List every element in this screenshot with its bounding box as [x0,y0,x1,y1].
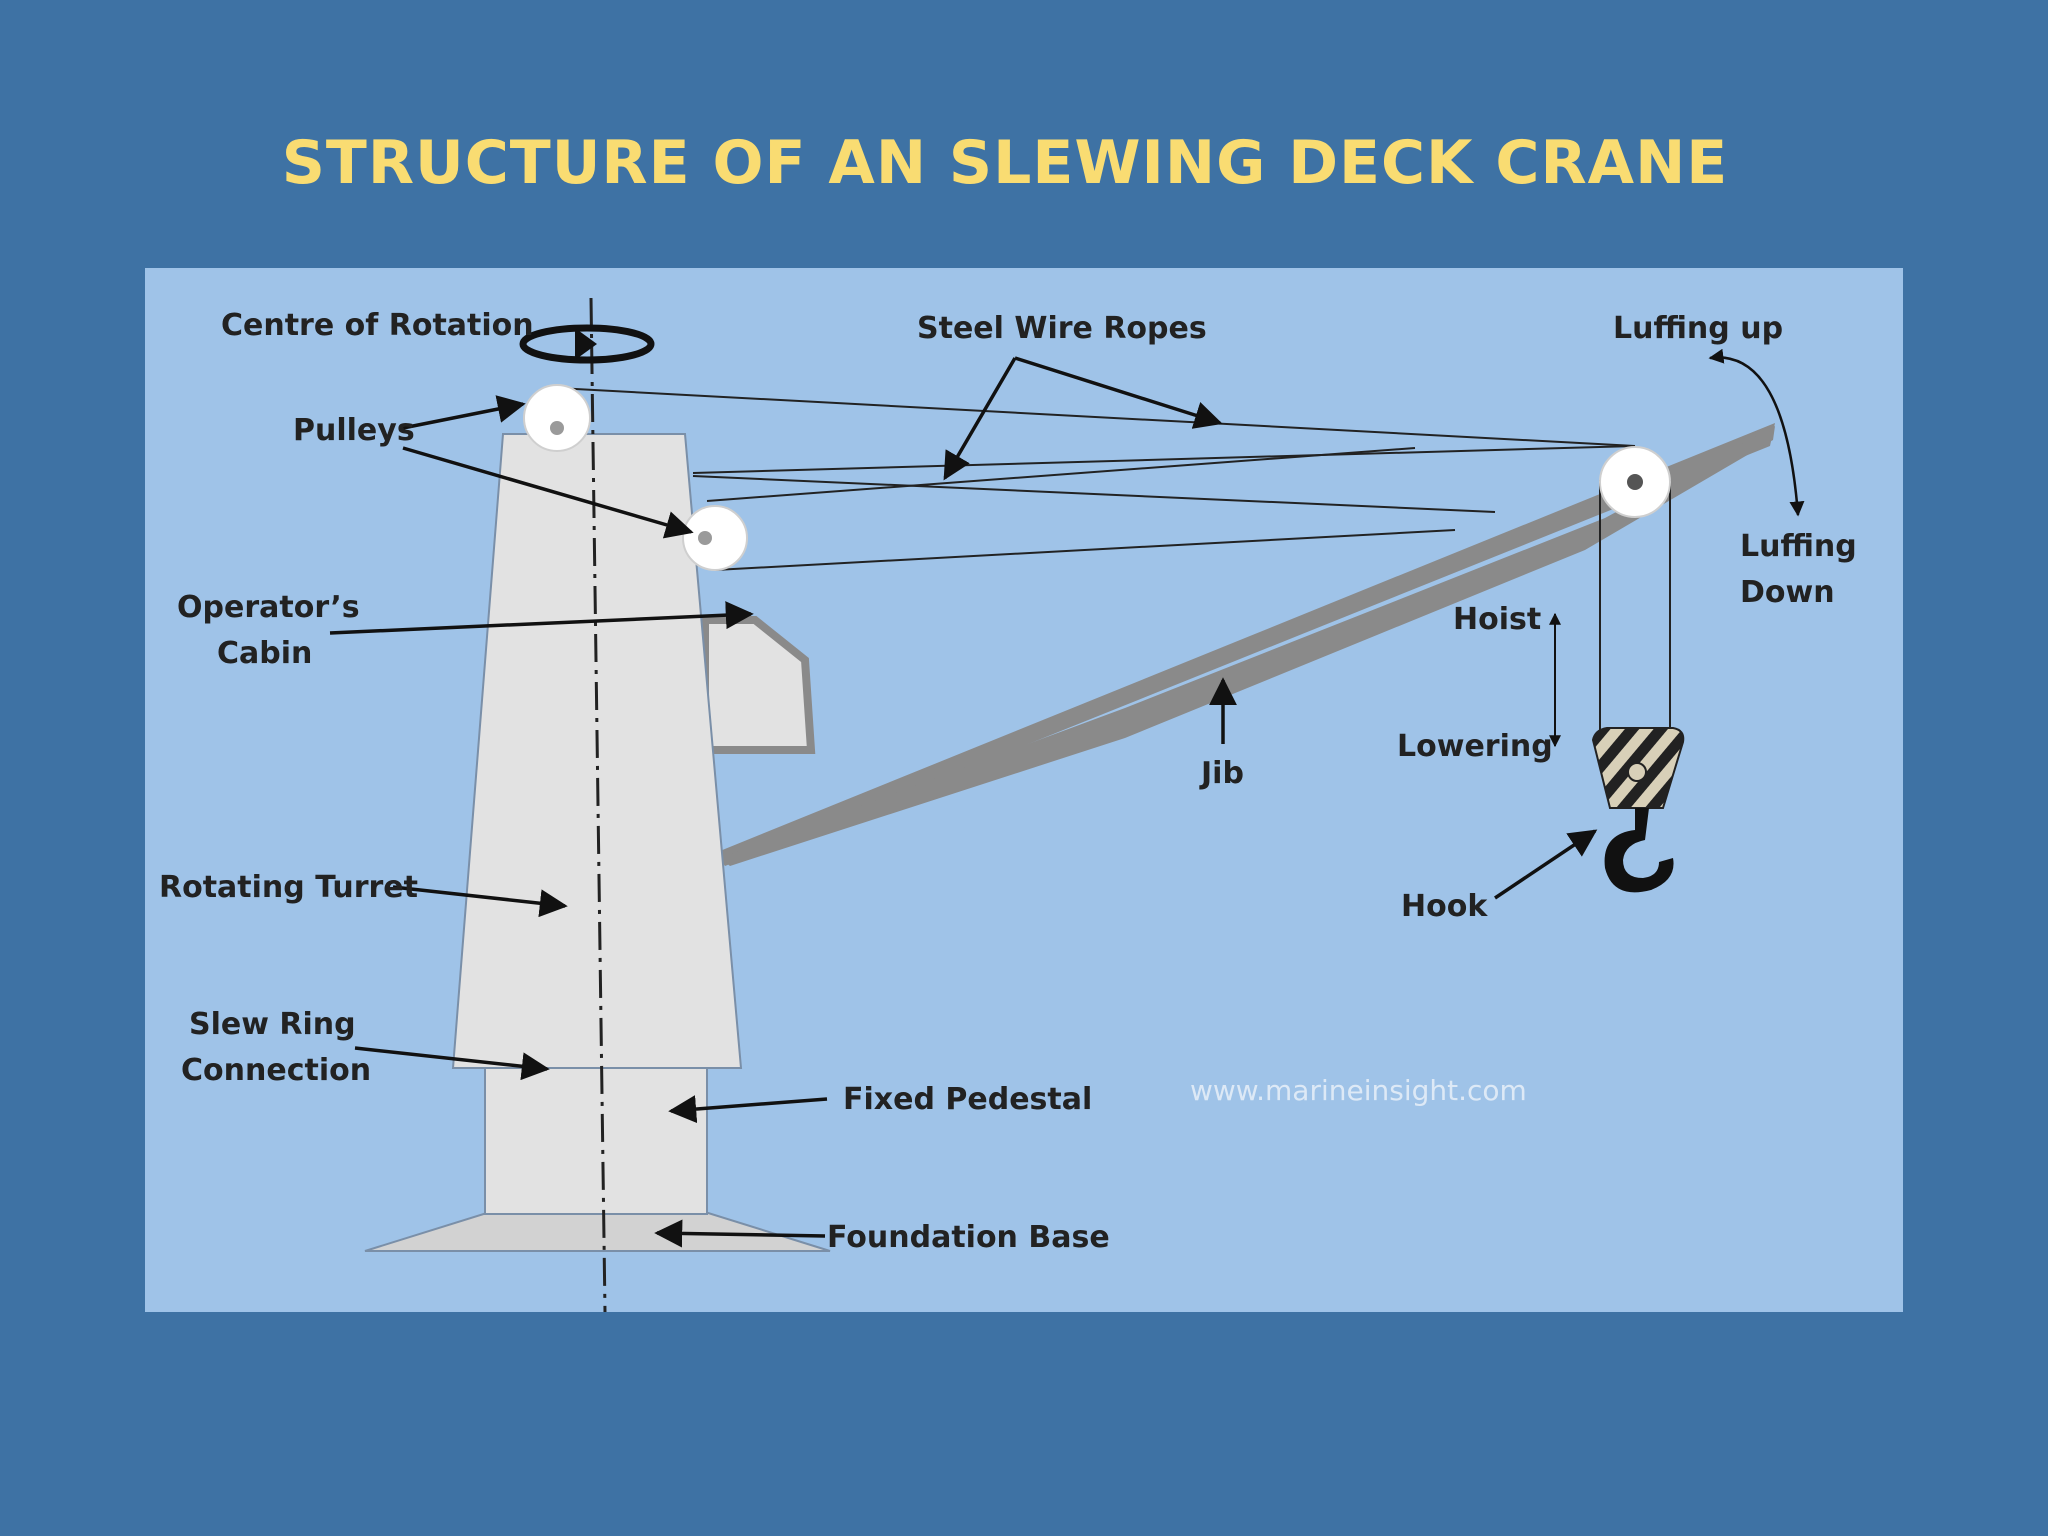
label-foundation-base: Foundation Base [827,1220,1110,1255]
steel-wire-ropes [556,387,1671,738]
label-rotating-turret: Rotating Turret [159,870,418,905]
label-slew-ring-line1: Slew Ring [189,1007,356,1042]
label-lowering: Lowering [1397,729,1553,764]
label-steel-wire-ropes: Steel Wire Ropes [917,311,1207,346]
label-slew-ring-line2: Connection [181,1053,371,1088]
crane-diagram: www.marineinsight.com [145,268,1903,1312]
label-jib: Jib [1199,756,1244,791]
top-pulley [523,384,591,452]
label-luffing-down-line2: Down [1740,575,1835,610]
watermark-text: www.marineinsight.com [1190,1074,1527,1107]
hook-block [1591,727,1685,893]
label-luffing-up: Luffing up [1613,311,1783,346]
label-hook: Hook [1401,889,1488,924]
jib-head-pulley [1599,446,1671,518]
label-luffing-down-line1: Luffing [1740,529,1857,564]
label-hoist: Hoist [1453,602,1541,637]
leader-arrows [329,356,1598,1248]
hook-icon [1604,808,1674,893]
page-title: STRUCTURE OF AN SLEWING DECK CRANE [281,128,1729,198]
label-fixed-pedestal: Fixed Pedestal [843,1082,1092,1117]
label-pulleys: Pulleys [293,413,415,448]
rotation-arrow-icon [519,324,655,364]
rotation-axis [589,297,607,1312]
fixed-pedestal [484,1067,708,1215]
luffing-arrow [1708,348,1805,517]
label-operators-cabin-line1: Operator’s [177,590,360,625]
label-centre-of-rotation: Centre of Rotation [221,308,534,343]
turret-pulley [682,505,748,571]
jib [715,423,1775,866]
label-operators-cabin-line2: Cabin [217,636,312,671]
